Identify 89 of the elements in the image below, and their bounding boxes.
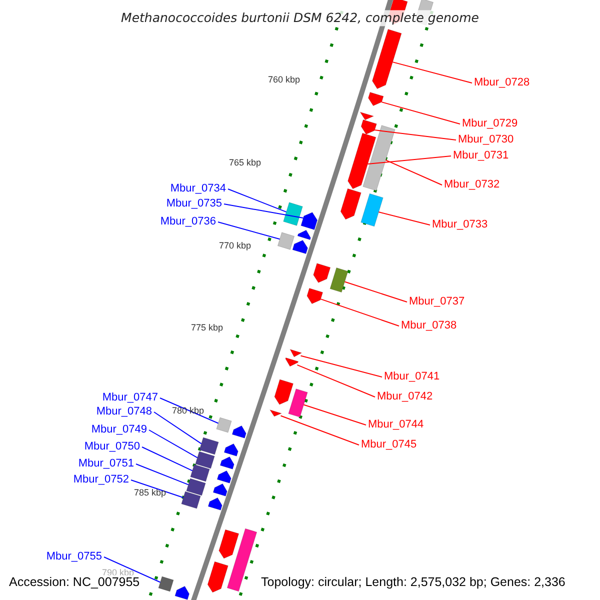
gene-pentagon (368, 92, 384, 106)
leader-line (303, 404, 366, 426)
leader-line (154, 412, 202, 444)
gene-label: Mbur_0734 (170, 184, 226, 194)
gene-block (186, 478, 206, 496)
gene-pentagon (212, 484, 228, 496)
gene-block (288, 388, 308, 418)
leader-line (130, 480, 184, 498)
gene-label: Mbur_0744 (368, 420, 424, 430)
gene-label: Mbur_0745 (361, 440, 417, 450)
gene-label: Mbur_0741 (384, 372, 440, 382)
scale-label: 790 kbp (102, 568, 134, 578)
gene-pentagon (290, 349, 302, 358)
gene-label: Mbur_0732 (444, 180, 500, 190)
leader-line (160, 398, 219, 424)
gene-pentagon (306, 288, 323, 304)
gene-pentagon (372, 29, 402, 89)
leader-line (385, 160, 442, 186)
leader-line (344, 281, 408, 302)
genome-info-text: Topology: circular; Length: 2,575,032 bp; Genes: 2,336 (261, 575, 566, 591)
gene-pentagon (340, 188, 362, 220)
gene-label: Mbur_0742 (377, 392, 433, 402)
leader-line (374, 130, 456, 140)
gene-block (199, 437, 219, 455)
leader-line (280, 415, 360, 446)
scale-label: 775 kbp (190, 324, 223, 332)
leader-line (104, 556, 161, 583)
gene-pentagon (208, 498, 222, 510)
gene-label: Mbur_0750 (84, 442, 140, 452)
leader-line (300, 355, 382, 378)
gene-label: Mbur_0735 (166, 198, 222, 210)
gene-pentagon (285, 358, 298, 367)
gene-label: Mbur_0728 (474, 78, 530, 88)
leader-line (228, 188, 287, 212)
scale-label: 765 kbp (228, 158, 261, 168)
leader-line (142, 446, 193, 472)
gene-pentagon (232, 426, 246, 438)
scale-label: 770 kbp (218, 242, 251, 250)
gene-block (181, 491, 201, 509)
gene-pentagon (224, 444, 238, 456)
scale-label: 780 kbp (172, 406, 204, 416)
gene-block (360, 193, 384, 227)
gene-block (216, 417, 232, 433)
gene-pentagon (216, 470, 232, 484)
gene-pentagon (360, 112, 374, 120)
gene-pentagon (274, 379, 294, 405)
gene-block (277, 232, 295, 250)
gene-block (226, 528, 258, 592)
gene-pentagon (292, 240, 308, 254)
leader-line (320, 298, 400, 326)
leader-line (392, 62, 472, 84)
gene-pentagon (207, 561, 228, 593)
gene-block (190, 464, 210, 482)
gene-pentagon (297, 230, 311, 240)
leader-line (224, 204, 304, 218)
leader-line (148, 430, 198, 458)
gene-label: Mbur_0749 (91, 424, 147, 436)
gene-label: Mbur_0730 (458, 134, 514, 146)
gene-label: Mbur_0737 (409, 296, 465, 308)
leader-line (381, 102, 460, 124)
gene-label: Mbur_0748 (96, 406, 152, 418)
scale-label: 760 kbp (268, 76, 300, 84)
gene-pentagon (220, 456, 234, 470)
gene-pentagon (270, 410, 282, 417)
gene-label: Mbur_0755 (46, 552, 102, 562)
gene-label: Mbur_0733 (432, 220, 488, 230)
scale-label: 785 kbp (134, 488, 166, 498)
gene-label: Mbur_0736 (160, 216, 216, 228)
gene-pentagon (218, 529, 240, 559)
gene-label: Mbur_0738 (401, 320, 457, 332)
gene-block (195, 451, 215, 469)
gene-block (330, 267, 348, 293)
leader-line (378, 212, 430, 226)
gene-block (283, 202, 303, 226)
gene-label: Mbur_0747 (102, 392, 158, 404)
gene-pentagon (174, 586, 190, 600)
leader-line (296, 364, 376, 398)
gene-pentagon (360, 119, 377, 134)
gene-pentagon (313, 263, 331, 283)
leader-line (367, 156, 452, 165)
accession-text: Accession: NC_007955 (9, 575, 140, 591)
gene-label: Mbur_0729 (462, 118, 518, 130)
leader-line (218, 222, 280, 240)
leader-line (136, 464, 189, 486)
gene-label: Mbur_0751 (78, 458, 134, 470)
gene-label: Mbur_0731 (453, 150, 509, 162)
gene-block (158, 576, 174, 592)
gene-label: Mbur_0752 (73, 474, 129, 486)
gene-block (362, 125, 396, 191)
